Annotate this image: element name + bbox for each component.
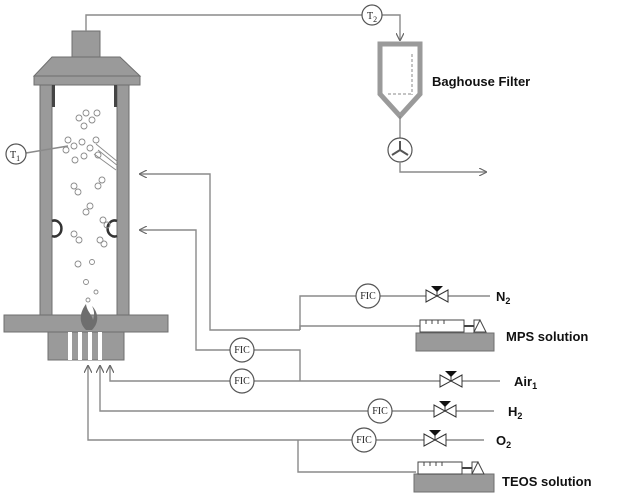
right-port-icon [106, 219, 118, 238]
svg-text:T2: T2 [367, 11, 377, 24]
reactor-hood [32, 56, 142, 77]
reactor-top-nozzle [71, 30, 101, 58]
teos-feed-line [297, 440, 416, 473]
air-line [254, 349, 500, 382]
reactor-left-wall [39, 84, 53, 316]
svg-text:N2: N2 [496, 289, 510, 306]
burner-slot-4 [98, 332, 102, 360]
svg-text:T1: T1 [10, 150, 20, 163]
reactor-right-wall [116, 84, 130, 316]
fic-n2-label: FIC [360, 291, 376, 302]
o2-label: O [496, 433, 506, 448]
fic-air-upper: FIC [229, 337, 255, 363]
valve-o2-icon [423, 430, 447, 447]
baghouse-filter [377, 41, 423, 138]
svg-text:Air1: Air1 [514, 374, 537, 391]
n2-subscript: 2 [505, 296, 510, 306]
fic-h2-label: FIC [372, 406, 388, 417]
exhaust-line [85, 14, 400, 40]
fic-n2: FIC [355, 283, 381, 309]
reactor-hood-lip [33, 75, 141, 86]
fic-air-upper-label: FIC [234, 345, 250, 356]
burner-block [47, 331, 125, 361]
svg-text:O2: O2 [496, 433, 511, 450]
left-port-icon [51, 219, 63, 238]
particle-cloud [62, 109, 119, 303]
fic-o2: FIC [351, 427, 377, 453]
fic-air-lower-label: FIC [234, 376, 250, 387]
valve-air-icon [439, 371, 463, 388]
burner-slot-1 [68, 332, 72, 360]
svg-text:H2: H2 [508, 404, 522, 421]
t1-label: T [10, 150, 16, 161]
t1-instrument: T1 [5, 143, 69, 165]
h2-subscript: 2 [517, 411, 522, 421]
air-label: Air [514, 374, 532, 389]
burner-slot-2 [78, 332, 82, 360]
o2-subscript: 2 [506, 440, 511, 450]
left-inner-liner [52, 85, 55, 107]
fic-air-lower: FIC [229, 368, 255, 394]
mps-syringe-pump [415, 318, 495, 352]
exhaust-fan-icon [387, 137, 413, 163]
air-subscript: 1 [532, 381, 537, 391]
right-inner-liner [114, 85, 117, 107]
valve-h2-icon [433, 401, 457, 418]
baghouse-label: Baghouse Filter [432, 74, 530, 89]
burner-slot-3 [88, 332, 92, 360]
fic-h2: FIC [367, 398, 393, 424]
t2-subscript: 2 [373, 15, 377, 24]
t2-label: T [367, 11, 373, 22]
feed-lines [88, 174, 368, 441]
mps-feed-line [299, 325, 416, 330]
fan-outlet-line [399, 162, 486, 172]
t2-instrument: T2 [361, 4, 383, 26]
valve-n2-icon [425, 286, 449, 303]
h2-label: H [508, 404, 517, 419]
flame-icon [80, 304, 98, 330]
reactor-column [3, 30, 169, 361]
mps-label: MPS solution [506, 329, 588, 344]
t1-subscript: 1 [16, 154, 20, 163]
n2-label: N [496, 289, 505, 304]
teos-label: TEOS solution [502, 474, 592, 489]
fic-o2-label: FIC [356, 435, 372, 446]
n2-line [299, 295, 490, 330]
teos-syringe-pump [413, 460, 495, 493]
